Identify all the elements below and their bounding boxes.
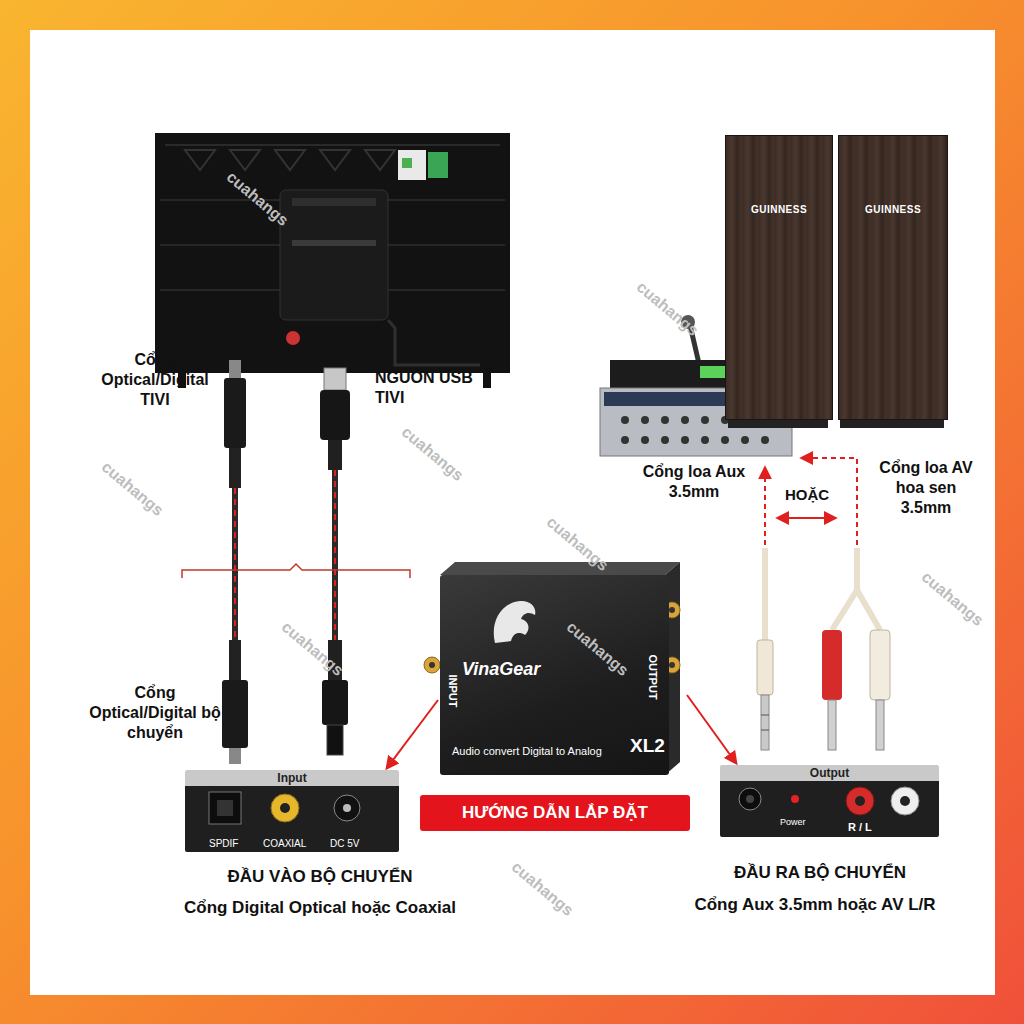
dc-port [343,804,351,812]
rca-port-left [900,796,910,806]
optical-port [209,792,241,824]
headphone-port [746,795,754,803]
pointer-arrow [387,700,438,768]
speaker-right: GUINNESS [838,135,948,420]
title-banner: HƯỚNG DẪN LẮP ĐẶT [420,795,690,831]
coaxial-port [271,794,299,822]
port-label: DC 5V [330,838,359,849]
panel-heading: Input [185,771,399,785]
speaker-brand: GUINNESS [839,204,947,215]
dashed-routing [765,458,857,545]
power-led [791,795,799,803]
title-text: HƯỚNG DẪN LẮP ĐẶT [462,803,648,823]
speaker-left: GUINNESS [725,135,833,420]
coaxial-port [280,803,290,813]
port-label: SPDIF [209,838,238,849]
optical-cable [222,360,248,764]
indicator-label: Power [780,817,806,827]
port-callout: Cổng loa AV hoa sen 3.5mm [878,458,974,518]
optical-port [217,800,233,816]
model-name: XL2 [630,735,665,757]
section-heading: ĐẦU VÀO BỘ CHUYỂN [140,866,500,887]
converter-box: VinaGearINPUT OUTPUT Audio convert Digital… [440,575,669,775]
bracket [182,564,410,578]
port-label: OUTPUT [647,654,659,699]
model-description: Audio convert Digital to Analog [452,745,602,757]
input-panel: InputSPDIF COAXIAL DC 5V [185,770,399,852]
port-callout: Cổng Optical/Digital bộ chuyển [85,683,225,743]
rca-y-cable [822,548,890,750]
speaker-brand: GUINNESS [726,204,832,215]
input-ports [185,786,395,836]
output-ports [720,781,935,821]
dragon-logo [485,593,545,653]
tv-illustration [155,133,510,388]
section-note: Cổng Aux 3.5mm hoặc AV L/R [640,894,990,915]
or-label: HOẶC [776,486,838,505]
brand-name: VinaGear [462,659,540,680]
section-heading: ĐẦU RA BỘ CHUYỂN [670,862,970,883]
port-label: INPUT [447,675,459,708]
dc-port [334,795,360,821]
port-label: COAXIAL [263,838,306,849]
rca-port-right [846,787,874,815]
rca-port-left [891,787,919,815]
usb-cable [320,368,350,755]
port-callout: NGUỒN USB TIVI [375,368,475,408]
panel-heading: Output [720,766,939,780]
aux-cable [757,548,773,750]
logo-shape [494,601,536,643]
headphone-port [739,788,761,810]
channel-label: R / L [848,821,872,833]
section-note: Cổng Digital Optical hoặc Coaxial [120,897,520,918]
converter-housing [424,562,680,775]
port-callout: Cổng loa Aux 3.5mm [628,462,760,502]
port-callout: Cổng Optical/Digital TIVI [85,350,225,410]
pointer-arrow [687,695,736,763]
output-panel: OutputPower R / L [720,765,939,837]
rca-port-right [855,796,865,806]
